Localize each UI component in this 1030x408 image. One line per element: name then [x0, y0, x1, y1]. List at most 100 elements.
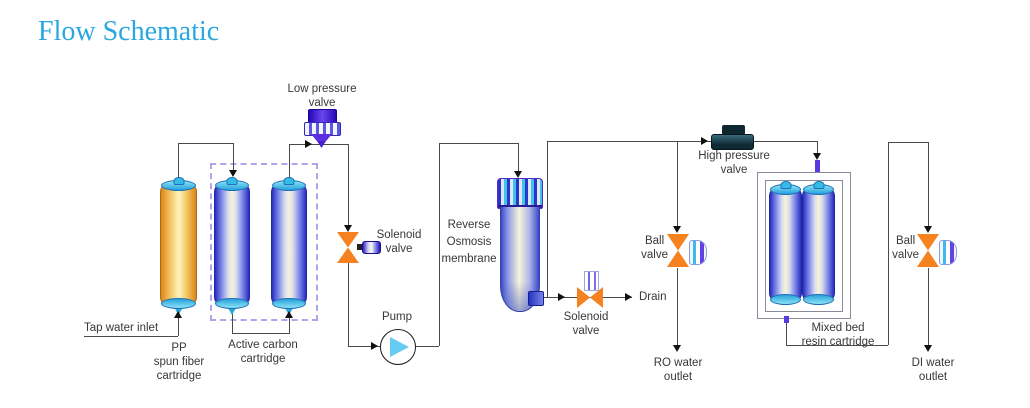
flow-arrow-pump-in [371, 342, 378, 350]
drain-label: Drain [639, 291, 667, 303]
di-water-outlet-label: DI water outlet [912, 356, 955, 384]
pipe-carbon2-top [289, 144, 290, 181]
pipe-return-bottom [786, 345, 888, 346]
high-pressure-valve-label-line1: High pressure [698, 150, 770, 162]
pp-cartridge-knob [173, 177, 184, 185]
low-pressure-valve-label: Low pressure valve [287, 82, 356, 110]
low-pressure-valve-label-line1: Low pressure [287, 83, 357, 95]
pipe-pump-out [414, 346, 439, 347]
pipe-return-top [888, 142, 928, 143]
pp-cartridge-body [160, 183, 197, 306]
active-carbon-label-line1: Active carbon [228, 339, 298, 351]
ball-valve-2 [917, 234, 939, 267]
mixed-bed-cylinder-2-knob [813, 181, 824, 189]
solenoid-valve-2-label-line2: valve [572, 325, 600, 337]
high-pressure-valve-cap [722, 125, 745, 135]
carbon-cartridge-1 [214, 177, 250, 315]
ro-membrane-outlet [528, 291, 544, 306]
mixed-bed-label-line1: Mixed bed [811, 322, 865, 334]
ball-valve-1 [667, 234, 689, 267]
di-water-outlet-label-line1: DI water [911, 357, 955, 369]
pipe-down-to-ballvalve2 [928, 142, 929, 226]
high-pressure-valve-label-line2: valve [720, 164, 748, 176]
pipe-hpv-to-mixedbed [751, 141, 818, 142]
ro-membrane-label-line1: Reverse [447, 219, 491, 231]
page-title: Flow Schematic [38, 16, 220, 47]
pump-impeller-icon [390, 337, 409, 357]
ro-membrane-label-line2: Osmosis [446, 236, 492, 248]
pipe-into-pump [348, 346, 380, 347]
ro-water-outlet-label-line2: outlet [663, 371, 693, 383]
pipe-solenoid1-to-pump [348, 263, 349, 346]
pipe-carbon2-inlet [289, 318, 290, 333]
ro-water-outlet-label: RO water outlet [654, 356, 703, 384]
pipe-ballvalve2-to-outlet [928, 268, 929, 345]
solenoid-valve-1-label-line2: valve [385, 243, 413, 255]
pipe-tap-underline [84, 336, 178, 337]
mixed-bed-cylinder-1-cap-bottom [770, 294, 801, 305]
high-pressure-valve-label: High pressure valve [698, 149, 770, 177]
flow-arrow-lpv-line [305, 140, 312, 148]
solenoid-valve-1-stem [357, 244, 363, 250]
pp-cartridge-label: PP spun fiber cartridge [154, 341, 205, 383]
carbon-cartridge-2-body [271, 183, 307, 306]
solenoid-valve-2-coil [584, 271, 599, 291]
mixed-bed-inlet-stub [815, 160, 820, 172]
flow-arrow-carbon2-in [285, 311, 293, 318]
flow-arrow-tap-inlet [174, 311, 182, 318]
carbon-cartridge-2-knob [283, 177, 295, 185]
pipe-ro-inlet [518, 143, 519, 171]
flow-arrow-ballvalve1-in [673, 226, 681, 233]
pipe-pump-riser [439, 143, 440, 346]
ro-water-outlet-label-line1: RO water [653, 357, 703, 369]
pump-label: Pump [381, 311, 413, 323]
mixed-bed-inner-box [765, 180, 843, 312]
pp-cartridge-label-line2: spun fiber [153, 356, 205, 368]
pipe-down-to-ballvalve1 [677, 141, 678, 226]
mixed-bed-cylinder-2-cap-bottom [803, 294, 834, 305]
low-pressure-valve-taper [311, 134, 332, 141]
solenoid-valve-2 [577, 287, 603, 308]
pp-spun-fiber-cartridge [160, 177, 197, 315]
high-pressure-valve-body [711, 134, 754, 150]
ball-valve-2-handle [939, 240, 957, 265]
flow-arrow-carbon1-in [229, 170, 237, 177]
pp-cartridge-label-line1: PP [171, 342, 187, 354]
flow-arrow-solenoid2-in [558, 293, 565, 301]
low-pressure-valve-stem [317, 141, 326, 148]
mixed-bed-cylinder-2 [802, 181, 835, 307]
pipe-pp-to-carbon1 [178, 143, 233, 144]
mixed-bed-cylinder-2-body [802, 187, 835, 302]
active-carbon-label-line2: cartridge [240, 353, 286, 365]
carbon-cartridge-2-cap-bottom [272, 298, 306, 309]
pipe-down-to-solenoid1 [348, 144, 349, 225]
pp-cartridge-cap-bottom [161, 298, 196, 309]
ball-valve-2-label-line1: Ball [895, 235, 916, 247]
di-water-outlet-label-line2: outlet [918, 371, 948, 383]
ro-membrane-label-line3: membrane [441, 253, 497, 265]
carbon-cartridge-1-body [214, 183, 250, 306]
pipe-mixedbed-outlet [786, 322, 787, 345]
pp-cartridge-label-line3: cartridge [156, 370, 202, 382]
active-carbon-label: Active carbon cartridge [228, 338, 298, 366]
pipe-return-riser [888, 142, 889, 345]
ball-valve-1-label: Ball valve [641, 234, 668, 262]
pipe-carbon2-to-solenoid [289, 144, 348, 145]
pipe-ro-branch-riser [547, 141, 548, 297]
flow-arrow-ro-water-outlet [673, 345, 681, 352]
carbon-cartridge-1-knob [226, 177, 238, 185]
carbon-cartridge-1-tip [228, 309, 236, 315]
flow-arrow-ro-in [514, 171, 522, 178]
pipe-to-ro-top [439, 143, 518, 144]
pipe-ballvalve1-to-outlet [677, 268, 678, 345]
tap-water-inlet-label: Tap water inlet [84, 322, 159, 334]
ball-valve-1-handle [689, 240, 707, 265]
solenoid-valve-1-label-line1: Solenoid [376, 229, 422, 241]
flow-arrow-drain [625, 293, 632, 301]
ro-membrane-body [500, 207, 540, 312]
mixed-bed-cylinder-1-knob [780, 181, 791, 189]
ro-membrane-cap [497, 178, 543, 209]
mixed-bed-cylinder-1-body [769, 187, 802, 302]
pipe-tap-inlet [178, 318, 179, 336]
